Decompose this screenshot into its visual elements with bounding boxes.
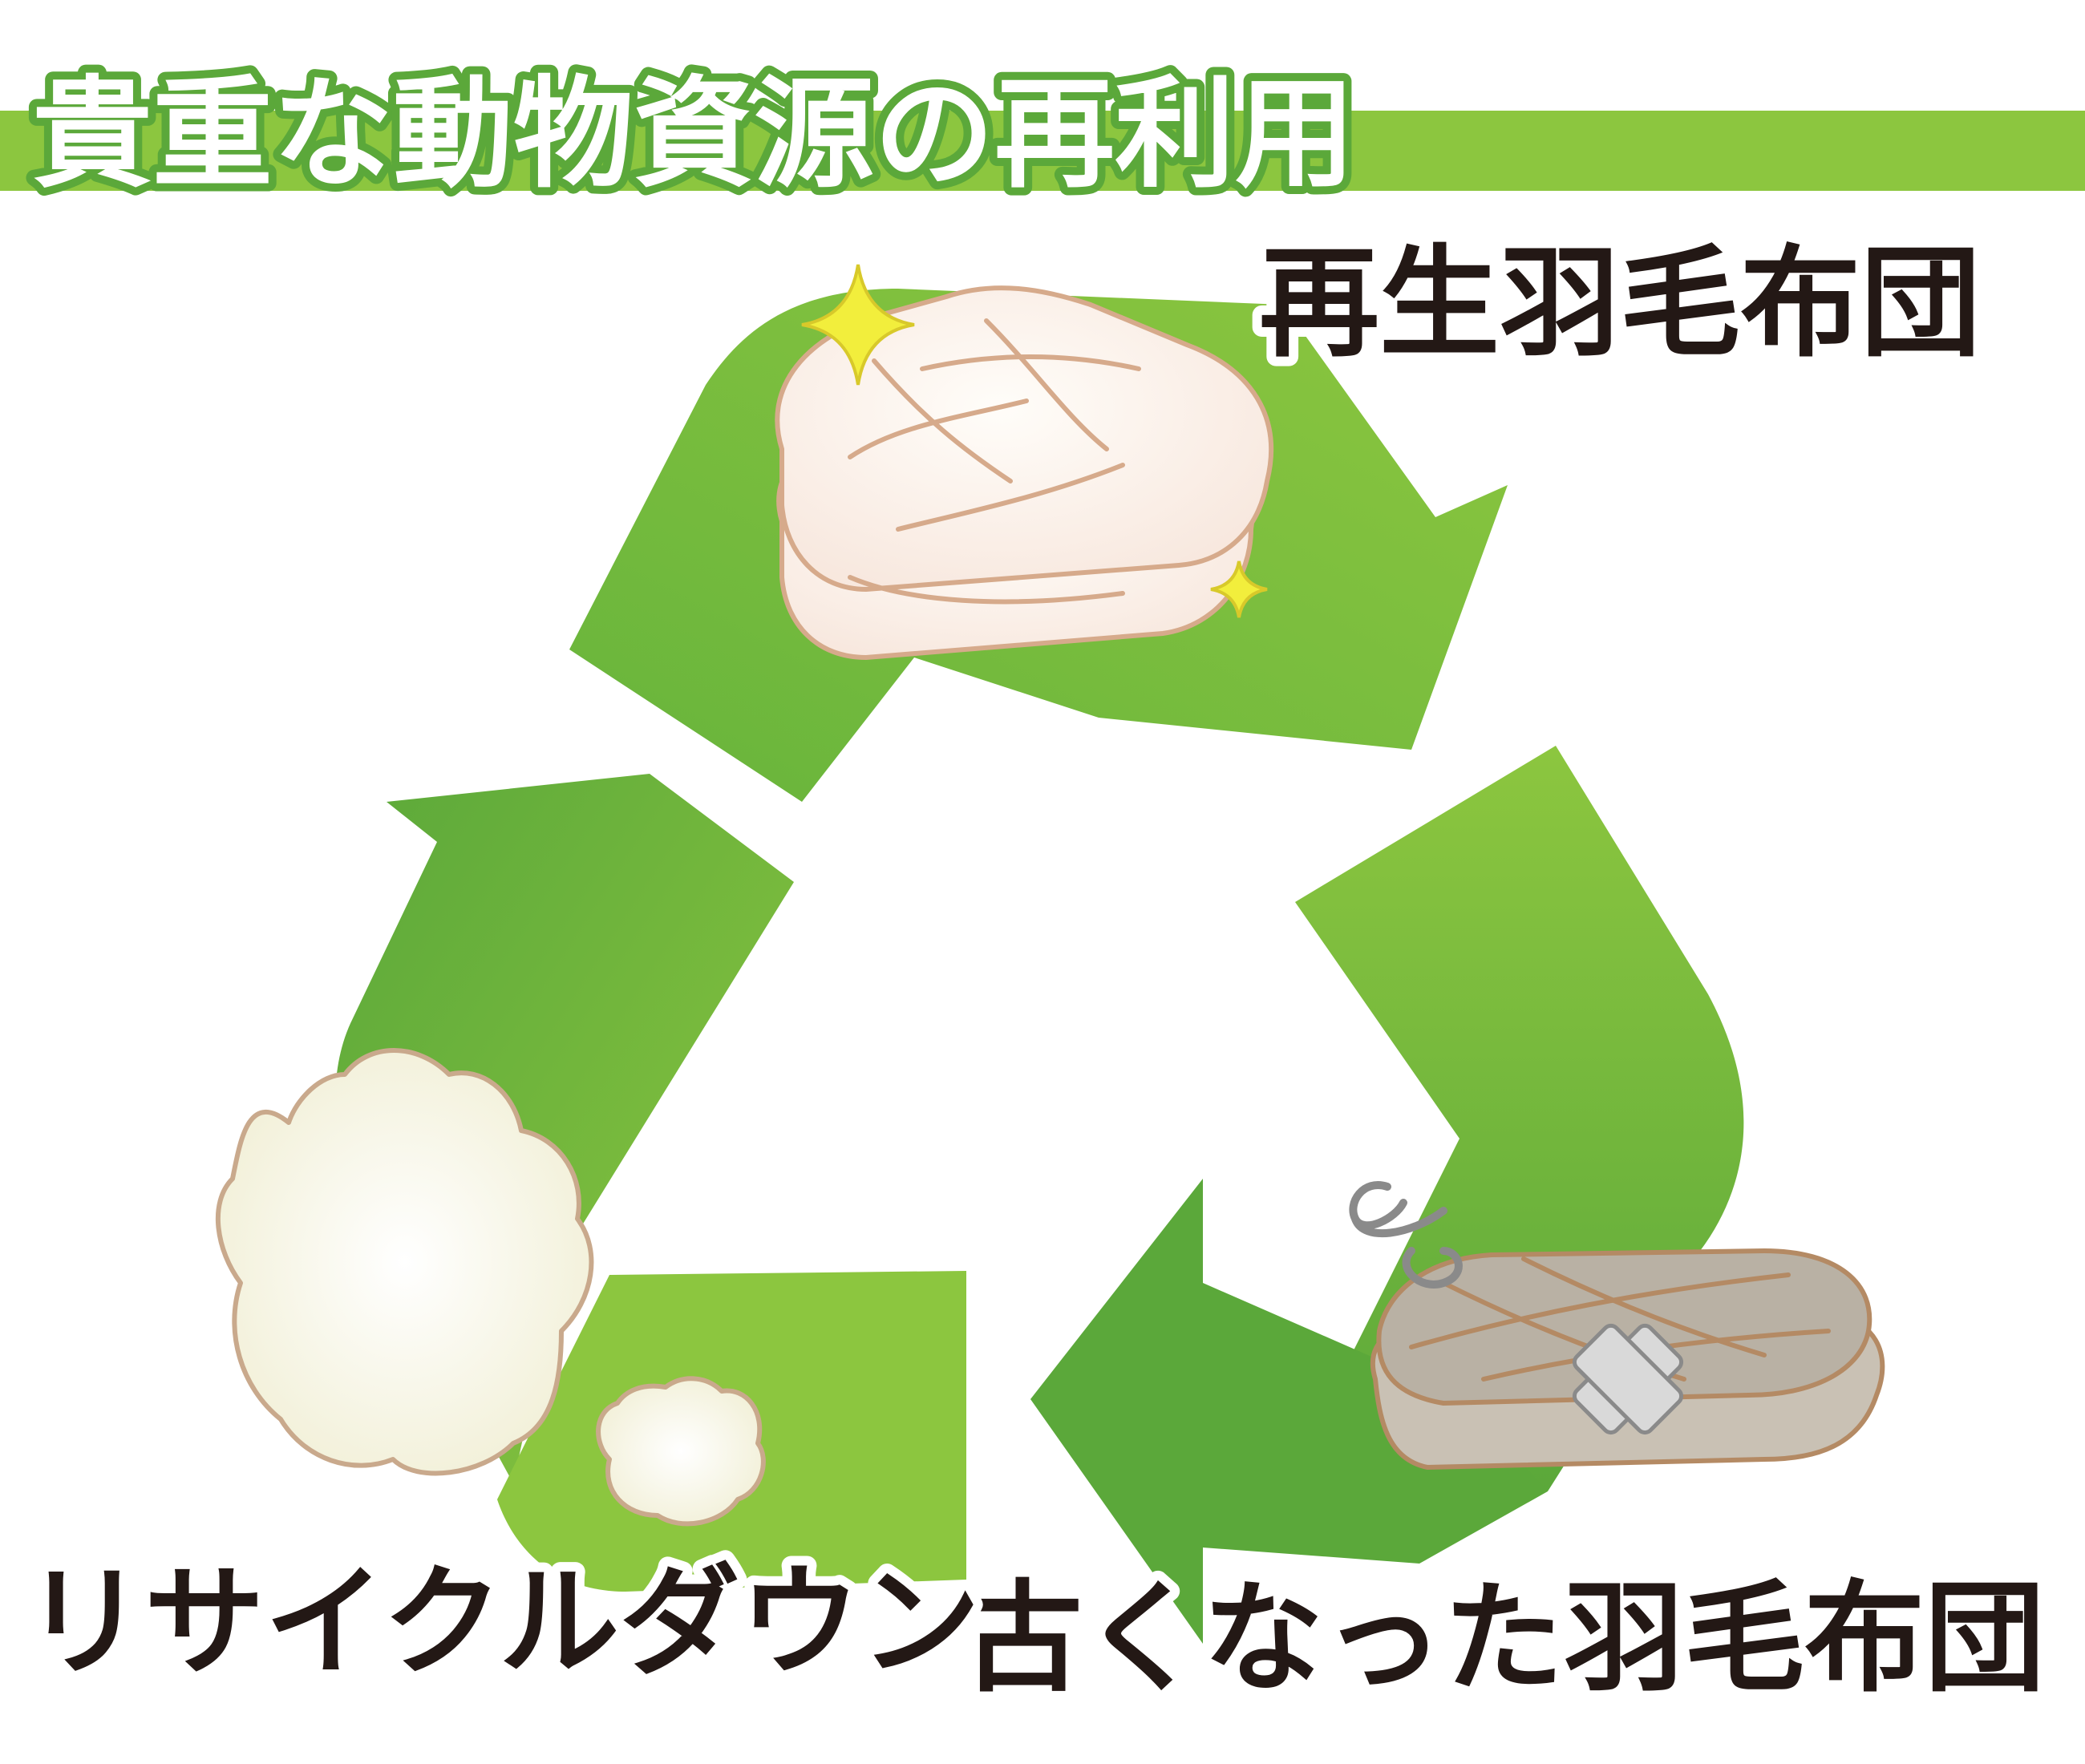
label-old-futon: 古くなった羽毛布団 bbox=[962, 1569, 2045, 1709]
banner-stripe bbox=[0, 111, 2085, 191]
renewed-futon-icon bbox=[775, 285, 1274, 660]
stink-swirl-icon bbox=[1349, 1181, 1463, 1289]
title-banner: 貴重な動物資源の再利用 bbox=[0, 57, 2085, 212]
label-recycled-down: リサイクルダウン bbox=[24, 1553, 981, 1693]
page-title: 貴重な動物資源の再利用 bbox=[32, 65, 1355, 204]
arrow-bottom bbox=[1030, 1179, 1548, 1644]
sparkle-icon bbox=[801, 264, 1268, 618]
patch-icon bbox=[1572, 1323, 1684, 1435]
down-fluff-icon bbox=[215, 1048, 766, 1527]
label-renewed-futon: 再生羽毛布団 bbox=[1259, 234, 1981, 374]
